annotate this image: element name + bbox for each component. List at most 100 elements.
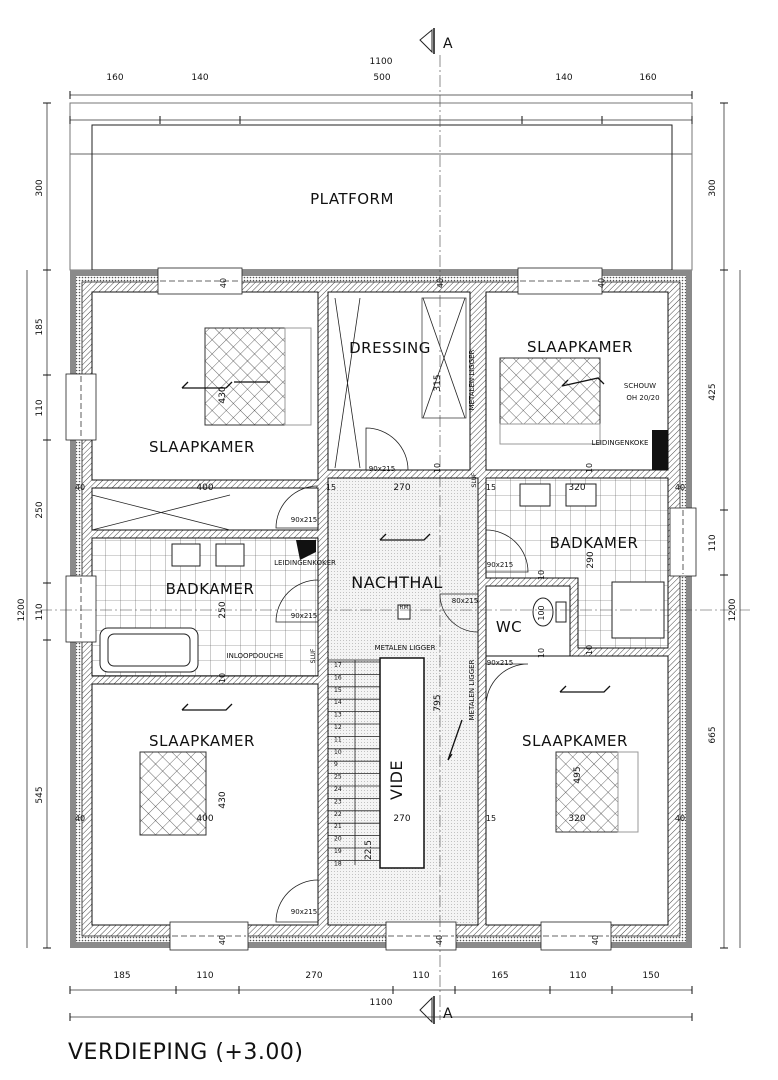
dim: 10 [537, 570, 546, 580]
stair-step-number: 24 [334, 786, 342, 793]
stair-step-number: 13 [334, 712, 342, 719]
room-label-slaapkamer: SLAAPKAMER [527, 338, 633, 356]
dim: 430 [218, 791, 228, 808]
stair-treads [328, 659, 380, 865]
chimney-label: SCHOUW [624, 382, 656, 390]
dim: 15 [326, 483, 336, 492]
door-size: 90x215 [487, 659, 513, 667]
dim-bottom: 150 [642, 971, 659, 981]
dim-left-total: 1200 [17, 598, 27, 621]
dim-right: 665 [708, 726, 718, 743]
room-label-slaapkamer: SLAAPKAMER [522, 732, 628, 750]
dimension-ticks [43, 91, 728, 1021]
dim-left: 545 [35, 786, 45, 803]
dim: 100 [537, 605, 546, 620]
dim: 400 [196, 814, 213, 824]
dim: 15 [486, 483, 496, 492]
section-marker-bottom [419, 996, 435, 1024]
dim: 795 [433, 694, 443, 711]
dim: 40 [219, 278, 228, 288]
dim: 10 [585, 645, 594, 655]
sink [215, 543, 245, 567]
dim: 10 [433, 463, 442, 473]
dim: 250 [218, 601, 228, 618]
dim: 10 [218, 673, 227, 683]
dim-top: 140 [191, 73, 208, 83]
toilet [532, 597, 554, 627]
bed-nw [204, 327, 286, 426]
dim-top: 500 [373, 73, 390, 83]
sink [519, 483, 551, 507]
dim: 40 [675, 814, 685, 823]
stair-step-number: 10 [334, 749, 342, 756]
door-size: 80x215 [452, 597, 478, 605]
room-wc [485, 585, 571, 663]
door-size: 90x215 [369, 465, 395, 473]
dim-left: 185 [35, 318, 45, 335]
dim: 40 [218, 935, 227, 945]
dim: 10 [585, 463, 594, 473]
chimney-label: OH 20/20 [626, 394, 659, 402]
dim-top: 160 [639, 73, 656, 83]
dim-bottom-total: 1100 [370, 998, 393, 1008]
sink [171, 543, 201, 567]
room-label-vide: VIDE [387, 760, 406, 800]
stair-step-number: 18 [334, 860, 342, 867]
dim-bottom: 110 [569, 971, 586, 981]
bed-ne [499, 357, 601, 425]
dim: 40 [591, 935, 600, 945]
stair [328, 659, 380, 865]
dim-bottom: 110 [196, 971, 213, 981]
bed-sw [139, 751, 207, 836]
stair-step-number: 12 [334, 724, 342, 731]
dim-top-total: 1100 [370, 57, 393, 67]
stair-step-number: 19 [334, 848, 342, 855]
sluf-label: SLUF [310, 648, 317, 663]
stair-step-number: 23 [334, 798, 342, 805]
labels: PLATFORM SLAAPKAMER DRESSING SLAAPKAMER BADK… [17, 36, 738, 1022]
stair-step-number: 15 [334, 687, 342, 694]
dim: 400 [196, 483, 213, 493]
room-label-dressing: DRESSING [349, 339, 431, 357]
room-label-badkamer: BADKAMER [550, 534, 639, 552]
room-label-slaapkamer: SLAAPKAMER [149, 438, 255, 456]
stair-step-number: 20 [334, 836, 342, 843]
dim: 290 [586, 551, 596, 568]
dim-right: 425 [708, 383, 718, 400]
beam-label: METALEN LIGGER [468, 349, 476, 410]
shower-label: INLOOPDOUCHE [227, 652, 284, 660]
platform-area [69, 102, 693, 271]
dim: 15 [486, 814, 496, 823]
stair-step-number: 14 [334, 699, 342, 706]
stair-step-number: 21 [334, 823, 342, 830]
dim-right-total: 1200 [728, 598, 738, 621]
dim: 430 [218, 386, 228, 403]
dim-left: 300 [35, 179, 45, 196]
dim: 495 [573, 766, 583, 783]
stair-step-number: 25 [334, 774, 342, 781]
room-label-platform: PLATFORM [310, 190, 394, 208]
dim: 40 [75, 814, 85, 823]
room-dressing [327, 291, 471, 471]
dim: 40 [675, 483, 685, 492]
window-lines [80, 280, 684, 937]
bed-se [555, 751, 619, 833]
stair-step-number: 17 [334, 662, 342, 669]
stair-step-number: 16 [334, 674, 342, 681]
dim: 10 [537, 648, 546, 658]
vide-opening [379, 657, 425, 869]
dim-right: 110 [708, 534, 718, 551]
beam-label: METALEN LIGGER [468, 659, 476, 720]
stair-step-number: 11 [334, 736, 342, 743]
door-size: 90x215 [291, 908, 317, 916]
stair-step-number: 9 [334, 761, 338, 768]
bathtub [99, 627, 199, 673]
dim: 40 [435, 935, 444, 945]
dim: 40 [597, 278, 606, 288]
dim: 315 [433, 374, 443, 391]
furniture [91, 297, 665, 869]
dim-right: 300 [708, 179, 718, 196]
shaft-label: LEIDINGENKOKE [592, 439, 649, 447]
dim: 40 [436, 278, 445, 288]
room-label-wc: WC [496, 618, 522, 636]
